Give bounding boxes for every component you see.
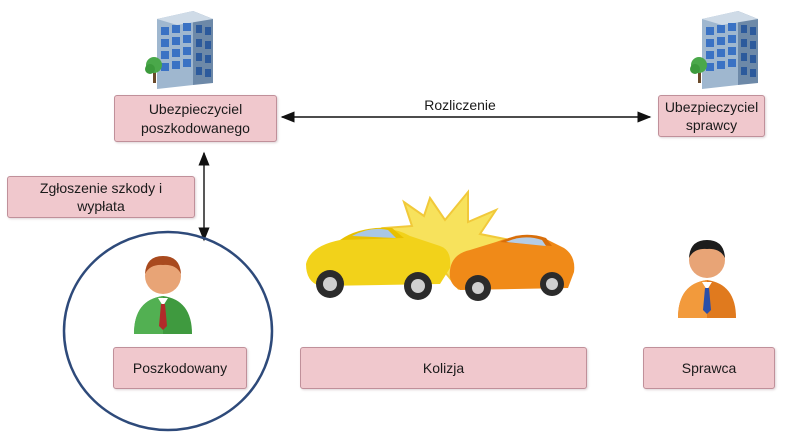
insurer-perpetrator-box: Ubezpieczyciel sprawcy (658, 95, 765, 137)
collision-box: Kolizja (300, 347, 587, 389)
office-building-icon (145, 11, 213, 89)
car-crash-icon (306, 189, 575, 301)
person-orange-icon (678, 240, 736, 318)
collision-label: Kolizja (422, 359, 465, 376)
victim-box: Poszkodowany (113, 347, 247, 389)
perpetrator-label: Sprawca (681, 359, 737, 376)
claim-box: Zgłoszenie szkody i wypłata (7, 176, 195, 218)
victim-label: Poszkodowany (132, 359, 228, 376)
victim-highlight-circle (62, 230, 274, 432)
perpetrator-box: Sprawca (643, 347, 775, 389)
insurer-victim-label: Ubezpieczyciel poszkodowanego (141, 101, 250, 136)
insurer-perpetrator-label: Ubezpieczyciel sprawcy (664, 98, 759, 133)
claim-label: Zgłoszenie szkody i wypłata (39, 179, 163, 214)
office-building-icon (690, 11, 758, 89)
insurer-victim-box: Ubezpieczyciel poszkodowanego (114, 95, 277, 142)
settlement-label: Rozliczenie (424, 97, 496, 113)
person-green-icon (134, 256, 192, 334)
